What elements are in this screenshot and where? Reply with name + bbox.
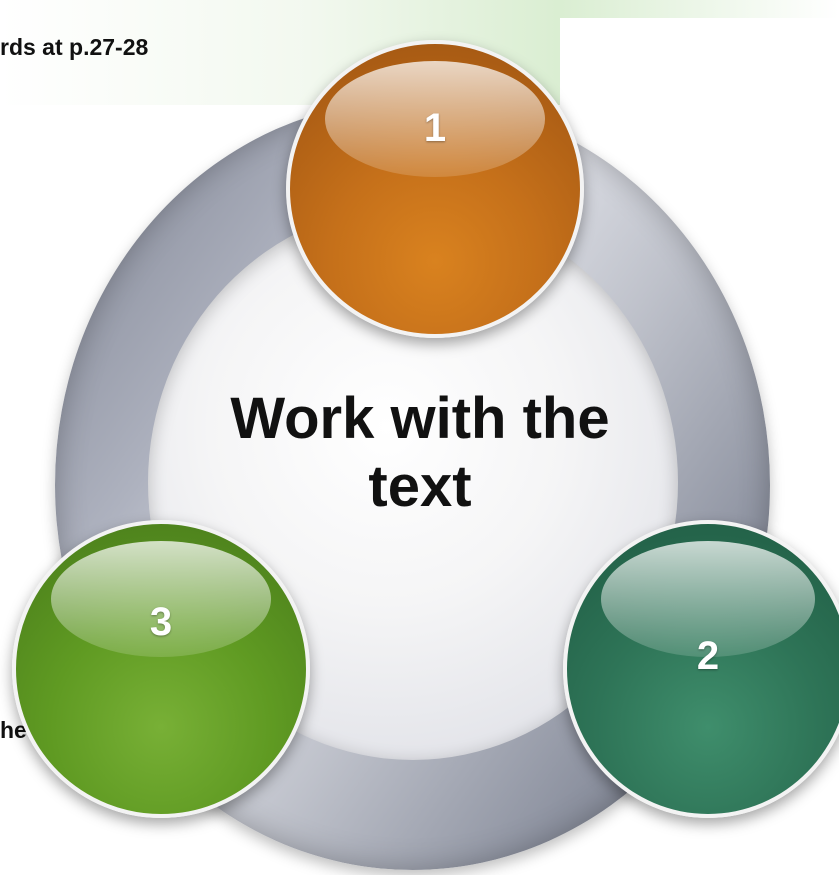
step-1-label: 1 [423,106,447,150]
bubble-shine [600,541,816,658]
step-1-bubble: 1 [286,40,584,338]
step-3-label: 3 [149,600,173,644]
step-3-bubble: 3 [12,520,310,818]
step-2-label: 2 [696,634,720,678]
top-decorative-band-right [560,0,839,18]
bubble-shine [50,541,272,658]
header-text: rds at p.27-28 [0,34,149,60]
step-2-bubble: 2 [563,520,839,818]
bubble-shine [324,61,546,178]
center-title: Work with the text [230,386,610,519]
